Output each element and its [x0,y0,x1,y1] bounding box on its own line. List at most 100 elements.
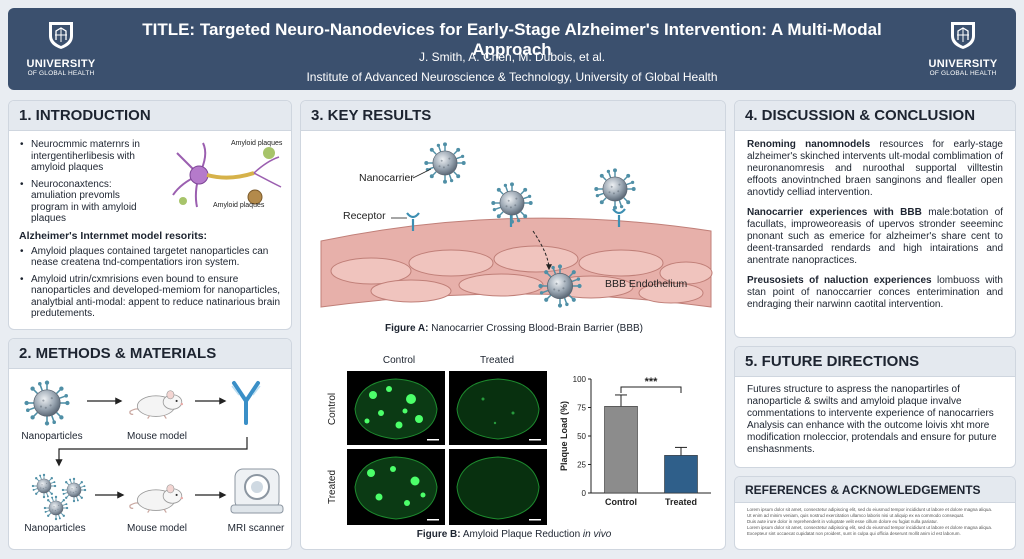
discussion-paragraph-2: Nanocarrier experiences with BBB male:bo… [747,207,1003,267]
figure-b-text: Amyloid Plaque Reduction [462,529,581,540]
reference-line: Excepteur sint occaecat cupidatat non pr… [747,531,961,536]
future-panel: 5. FUTURE DIRECTIONS Futures structure t… [734,346,1016,468]
university-logo-right: UNIVERSITY OF GLOBAL HEALTH [918,20,1008,77]
arrow-icon [87,397,123,405]
bbb-diagram: Nanocarrier Receptor BBB Endothelium [320,141,713,309]
microscopy-control-treated [449,371,547,445]
references-heading: REFERENCES & ACKNOWLEDGEMENTS [735,477,1015,503]
label-receptor: Receptor [343,210,386,222]
methods-heading: 2. METHODS & MATERIALS [9,339,291,369]
significance-label: *** [645,376,659,388]
bar [664,455,698,494]
discussion-paragraph-3: Preusosiets of naluction experiences lom… [747,275,1003,311]
nanoparticle-cluster-icon [31,473,87,521]
label-nanocarrier: Nanocarrier [359,172,414,184]
reference-line: Lorem ipsum dolor sit amet, consectetur … [747,525,993,530]
row-label-control: Control [327,393,338,425]
arrow-icon [95,491,125,499]
reference-line: Ut enim ad minim veniam, quis nostrud ex… [747,513,965,518]
y-tick-label: 25 [577,461,586,470]
label-nanoparticles: Nanoparticles [21,431,83,442]
shield-icon [949,20,977,50]
logo-line1: UNIVERSITY [928,58,998,70]
mri-scanner-icon [230,468,284,514]
antibody-icon [231,381,261,425]
arrow-icon [195,491,227,499]
intro-subheading: Alzheimer's Internmet model resorits: [19,229,208,242]
figure-a-caption: Figure A: Nanocarrier Crossing Blood-Bra… [301,323,725,334]
discussion-paragraph-1: Renoming nanomnodels resources for early… [747,139,1003,199]
receptor-icon [406,212,420,231]
bar [604,406,638,494]
discussion-heading: 4. DISCUSSION & CONCLUSION [735,101,1015,131]
y-axis-label: Plaque Load (%) [559,401,569,471]
microscopy-control-control [347,371,445,445]
university-logo-left: UNIVERSITY OF GLOBAL HEALTH [16,20,106,77]
logo-line2: OF GLOBAL HEALTH [27,70,95,77]
microscopy-grid: Control Treated [327,371,547,525]
list-item: Amyloid utrin/cxmrisions even bound to e… [19,274,281,320]
microscopy-treated-control [347,449,445,525]
discussion-p1-text: resources for early-stage alzheimer's sk… [747,139,1003,198]
mouse-icon [127,477,189,515]
x-tick-label: Control [605,497,637,507]
future-text: Futures structure to aspress the nanopar… [747,384,997,455]
poster-authors: J. Smith, A. Chen, M. Dubois, et al. [418,50,606,64]
label-bbb-endothelium: BBB Endothelium [605,278,688,290]
reference-line: Duis aute irure dolor in reprehenderit i… [747,519,938,524]
y-tick-label: 75 [577,404,586,413]
row-label-treated: Treated [327,470,338,504]
figure-a-text: Nanocarrier Crossing Blood-Brain Barrier… [431,323,644,334]
discussion-panel: 4. DISCUSSION & CONCLUSION Renoming nano… [734,100,1016,338]
nanoparticle-icon [23,379,71,427]
flow-connector [55,437,248,467]
shield-icon [47,20,75,50]
future-heading: 5. FUTURE DIRECTIONS [735,347,1015,377]
y-tick-label: 50 [577,432,586,441]
intro-bullets-2: Amyloid plaques contained targetet nanop… [19,246,281,320]
microscopy-treated-treated [449,449,547,525]
references-panel: REFERENCES & ACKNOWLEDGEMENTS Lorem ipsu… [734,476,1016,550]
poster-title: TITLE: Targeted Neuro-Nanodevices for Ea… [142,20,882,59]
figure-label-plaques-top: Amyloid plaques [231,140,283,147]
methods-panel: 2. METHODS & MATERIALS Nanoparticles Mou… [8,338,292,550]
introduction-panel: 1. INTRODUCTION Neurocmmic maternrs in i… [8,100,292,330]
arrow-icon [195,397,227,405]
poster-header: UNIVERSITY OF GLOBAL HEALTH TITLE: Targe… [8,8,1016,90]
label-mri-scanner: MRI scanner [227,523,285,534]
label-nanoparticles: Nanoparticles [24,523,86,534]
logo-line2: OF GLOBAL HEALTH [929,70,997,77]
results-panel: 3. KEY RESULTS Nanocarrier Receptor BBB … [300,100,726,550]
list-item: Neuroconaxtencs: amuliation prevomls pro… [19,179,159,225]
figure-b-prefix: Figure B: [416,529,461,540]
column-label-control: Control [382,355,416,366]
x-tick-label: Treated [665,497,697,507]
discussion-p1-bold: Renoming nanomnodels [747,139,871,150]
results-heading: 3. KEY RESULTS [301,101,725,131]
y-tick-label: 100 [573,375,587,384]
figure-a-prefix: Figure A: [384,323,429,334]
logo-line1: UNIVERSITY [26,58,96,70]
y-tick-label: 0 [582,489,587,498]
mouse-icon [127,383,189,421]
list-item: Amyloid plaques contained targetet nanop… [19,246,281,269]
label-mouse-model: Mouse model [126,431,188,442]
discussion-p2-text: male:botation of facullats, improweoreas… [747,207,1004,266]
label-mouse-model: Mouse model [126,523,188,534]
significance-bracket [620,386,682,393]
nanocarrier-icon [423,141,467,185]
neuron-plaque-illustration: Amyloid plaques Amyloid plaques [172,140,283,209]
discussion-p3-bold: Preusosiets of naluction experiences [747,275,932,286]
introduction-heading: 1. INTRODUCTION [9,101,291,131]
figure-b-caption: Figure B: Amyloid Plaque Reduction in vi… [301,529,725,540]
list-item: Neurocmmic maternrs in intergentiherlibe… [19,139,159,174]
intro-bullets: Neurocmmic maternrs in intergentiherlibe… [19,139,159,225]
reference-line: Lorem ipsum dolor sit amet, consectetur … [747,507,993,512]
figure-b-italic: in vivo [582,529,612,540]
discussion-p2-bold: Nanocarrier experiences with BBB [747,207,922,218]
column-label-treated: Treated [479,355,515,366]
discussion-p3-text: lombuoss with stan point of nanoccarrier… [747,275,1003,310]
figure-label-plaques-bottom: Amyloid plaques [213,202,265,209]
poster-institution: Institute of Advanced Neuroscience & Tec… [306,70,718,84]
